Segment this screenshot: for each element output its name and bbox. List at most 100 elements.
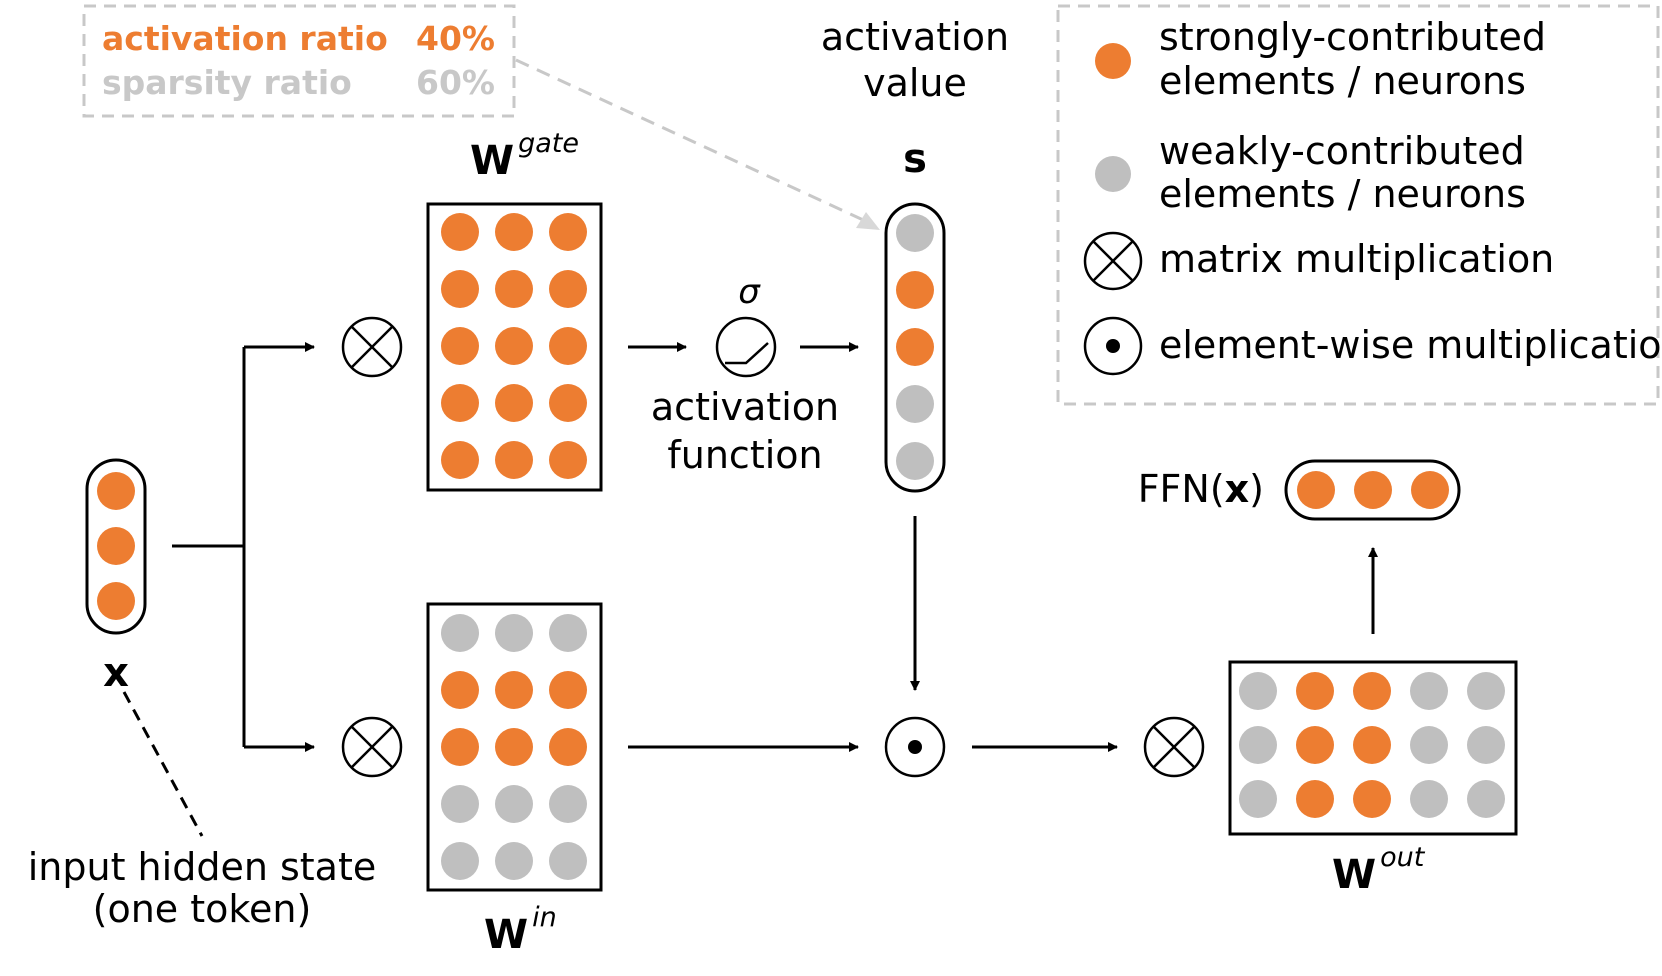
- s-label: s: [903, 136, 927, 182]
- w-gate-neuron-r1c1: [441, 213, 479, 251]
- w-gate-neuron-r1c2: [495, 213, 533, 251]
- x-element-3: [97, 582, 135, 620]
- w-gate-matrix: [441, 213, 587, 479]
- w-out-neuron-r1c5: [1467, 672, 1505, 710]
- ffn-output-vector: [1297, 471, 1449, 509]
- ffn-output-element-3: [1411, 471, 1449, 509]
- legend-strong-line1: strongly-contributed: [1159, 15, 1546, 59]
- s-element-5: [896, 442, 934, 480]
- ffn-label-x: x: [1225, 467, 1250, 511]
- w-gate-neuron-r2c2: [495, 270, 533, 308]
- input-caption-line1: input hidden state: [28, 845, 377, 889]
- w-in-neuron-r5c1: [441, 842, 479, 880]
- w-gate-neuron-r5c1: [441, 441, 479, 479]
- w-gate-neuron-r2c1: [441, 270, 479, 308]
- activation-ratio-label: activation ratio: [102, 19, 388, 58]
- s-vector: [896, 214, 934, 480]
- ffn-label-post: ): [1249, 467, 1264, 511]
- legend: strongly-contributed elements / neurons …: [1056, 4, 1662, 406]
- w-out-neuron-r1c1: [1239, 672, 1277, 710]
- w-gate-neuron-r5c3: [549, 441, 587, 479]
- legend-strong-dot: [1095, 43, 1131, 79]
- w-in-neuron-r2c3: [549, 671, 587, 709]
- w-out-neuron-r3c1: [1239, 780, 1277, 818]
- ffn-label-pre: FFN(: [1138, 467, 1225, 511]
- w-out-neuron-r2c5: [1467, 726, 1505, 764]
- w-out-neuron-r3c2: [1296, 780, 1334, 818]
- s-element-4: [896, 385, 934, 423]
- w-gate-frame: [426, 202, 603, 492]
- legend-elementwise-icon: [1083, 316, 1143, 376]
- x-label: x: [103, 650, 129, 696]
- legend-weak-line2: elements / neurons: [1159, 172, 1526, 216]
- w-out-neuron-r2c2: [1296, 726, 1334, 764]
- legend-weak-dot: [1095, 156, 1131, 192]
- input-caption-pointer: [122, 691, 204, 837]
- activation-function-label-line2: function: [667, 433, 822, 477]
- w-in-neuron-r3c3: [549, 728, 587, 766]
- w-gate-neuron-r5c2: [495, 441, 533, 479]
- w-out-neuron-r1c4: [1410, 672, 1448, 710]
- w-in-neuron-r4c3: [549, 785, 587, 823]
- w-out-sup: out: [1380, 842, 1426, 873]
- s-element-3: [896, 328, 934, 366]
- activation-ratio-value: 40%: [416, 19, 495, 58]
- w-in-neuron-r1c3: [549, 614, 587, 652]
- w-out-neuron-r2c3: [1353, 726, 1391, 764]
- w-in-neuron-r2c2: [495, 671, 533, 709]
- w-gate-neuron-r4c3: [549, 384, 587, 422]
- w-out-frame: [1228, 660, 1518, 836]
- w-gate-neuron-r3c3: [549, 327, 587, 365]
- w-in-neuron-r3c1: [441, 728, 479, 766]
- activation-value-label-line1: activation: [821, 15, 1009, 59]
- stats-box: activation ratio 40% sparsity ratio 60%: [82, 4, 516, 118]
- x-element-1: [97, 472, 135, 510]
- w-out-neuron-r1c3: [1353, 672, 1391, 710]
- out-matmul-op: [1143, 716, 1205, 778]
- w-out-base: W: [1332, 852, 1376, 898]
- w-out-neuron-r3c4: [1410, 780, 1448, 818]
- w-gate-neuron-r4c2: [495, 384, 533, 422]
- w-out-neuron-r3c5: [1467, 780, 1505, 818]
- ffn-output-element-1: [1297, 471, 1335, 509]
- w-in-neuron-r4c1: [441, 785, 479, 823]
- stats-pointer-line: [515, 58, 873, 226]
- w-in-base: W: [484, 912, 528, 958]
- input-caption-line2: (one token): [93, 887, 312, 931]
- w-out-matrix: [1239, 672, 1505, 818]
- w-gate-neuron-r3c2: [495, 327, 533, 365]
- w-out-neuron-r3c3: [1353, 780, 1391, 818]
- w-in-neuron-r4c2: [495, 785, 533, 823]
- w-gate-neuron-r2c3: [549, 270, 587, 308]
- s-element-2: [896, 271, 934, 309]
- w-gate-base: W: [470, 138, 514, 184]
- w-in-neuron-r2c1: [441, 671, 479, 709]
- w-out-neuron-r2c4: [1410, 726, 1448, 764]
- gate-matmul-op: [341, 316, 403, 378]
- legend-matmul-label: matrix multiplication: [1159, 237, 1554, 281]
- sparsity-ratio-value: 60%: [416, 63, 495, 102]
- w-out-neuron-r1c2: [1296, 672, 1334, 710]
- legend-matmul-icon: [1083, 231, 1143, 291]
- in-matmul-op: [341, 716, 403, 778]
- w-in-neuron-r5c2: [495, 842, 533, 880]
- ffn-output-element-2: [1354, 471, 1392, 509]
- w-gate-sup: gate: [518, 128, 579, 159]
- w-in-neuron-r1c2: [495, 614, 533, 652]
- connectors: [172, 342, 1378, 752]
- activation-value-label-line2: value: [863, 61, 967, 105]
- activation-function-icon: [715, 316, 777, 378]
- w-gate-neuron-r4c1: [441, 384, 479, 422]
- w-in-matrix: [441, 614, 587, 880]
- stats-pointer-arrowhead: [856, 212, 880, 230]
- s-element-1: [896, 214, 934, 252]
- sparsity-ratio-label: sparsity ratio: [102, 63, 352, 102]
- w-in-neuron-r5c3: [549, 842, 587, 880]
- activation-function-label-line1: activation: [651, 385, 839, 429]
- w-in-sup: in: [532, 902, 557, 933]
- w-gate-neuron-r1c3: [549, 213, 587, 251]
- legend-elementwise-label: element-wise multiplication: [1159, 323, 1662, 367]
- legend-border: [1056, 4, 1660, 406]
